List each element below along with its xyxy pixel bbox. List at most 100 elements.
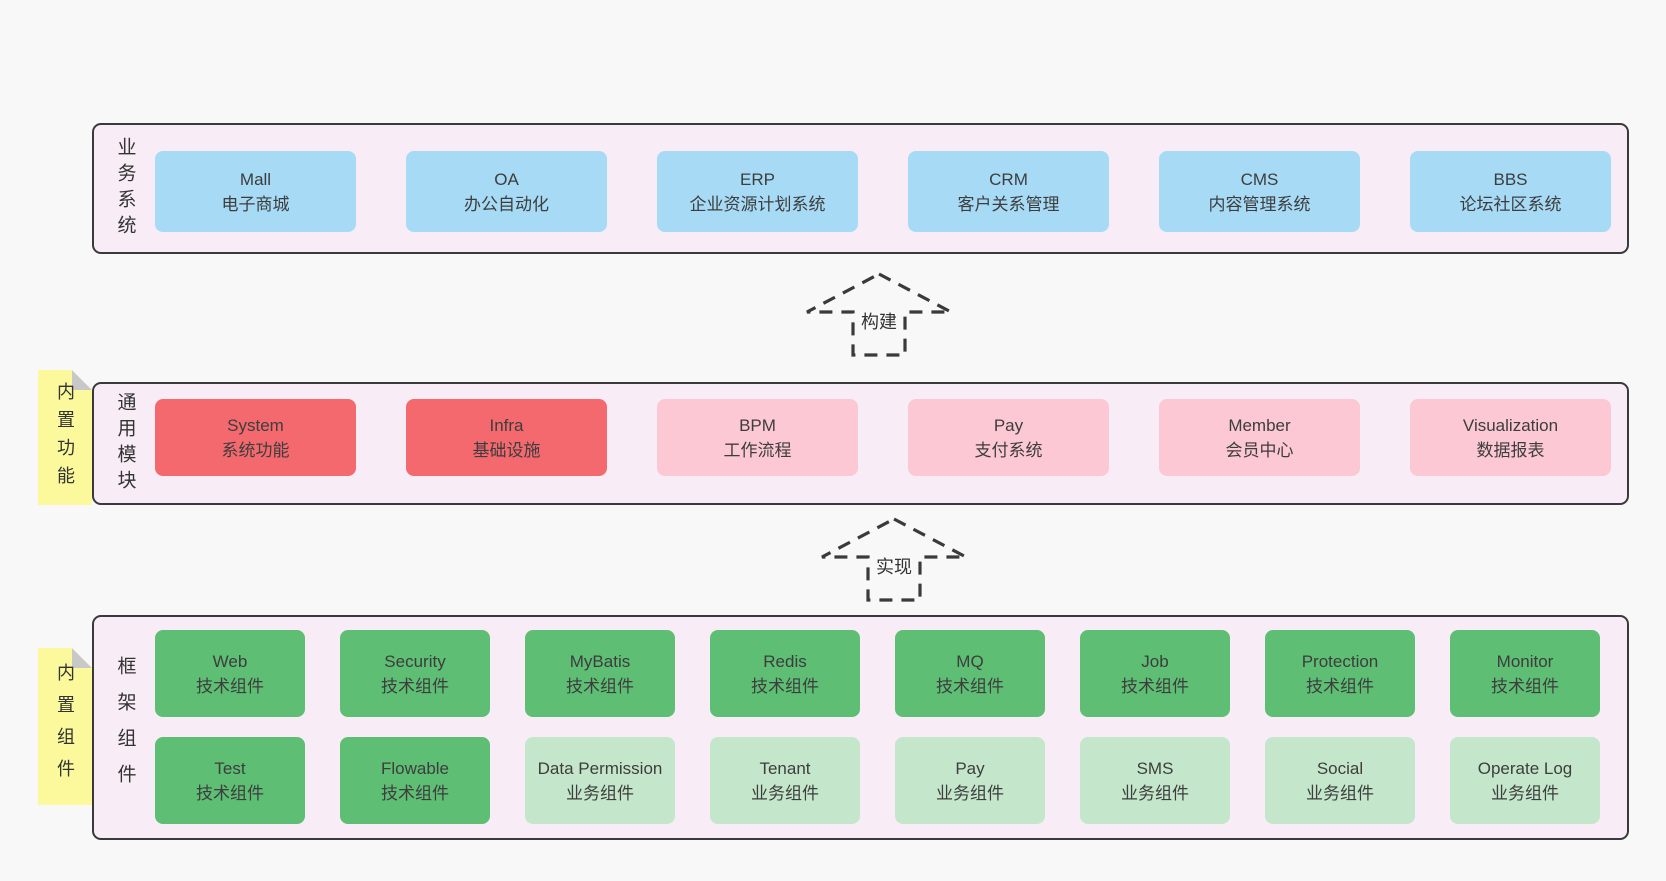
box-subtitle: 业务组件 — [566, 783, 634, 803]
box-protection: Protection 技术组件 — [1265, 630, 1415, 717]
box-security: Security 技术组件 — [340, 630, 490, 717]
box-subtitle: 技术组件 — [1491, 676, 1559, 696]
framework-components-label: 框架组件 — [114, 655, 136, 800]
box-title: Flowable — [380, 758, 450, 778]
common-modules-layer: 通用模块 System 系统功能 Infra 基础设施 BPM 工作流程 Pay… — [92, 382, 1629, 505]
box-web: Web 技术组件 — [155, 630, 305, 717]
box-subtitle: 办公自动化 — [464, 194, 549, 214]
box-subtitle: 基础设施 — [472, 440, 541, 460]
box-subtitle: 业务组件 — [1306, 783, 1374, 803]
box-infra: Infra 基础设施 — [406, 399, 607, 476]
box-title: CRM — [989, 169, 1028, 189]
box-subtitle: 业务组件 — [1491, 783, 1559, 803]
box-subtitle: 技术组件 — [381, 676, 449, 696]
business-systems-layer: 业务系统 Mall 电子商城 OA 办公自动化 ERP 企业资源计划系统 CRM… — [92, 123, 1629, 254]
framework-components-row-2: Test 技术组件 Flowable 技术组件 Data Permission … — [155, 737, 1600, 824]
up-arrow-icon — [806, 272, 952, 357]
builtin-functions-sticky-label: 内置功能 — [55, 381, 75, 494]
box-crm: CRM 客户关系管理 — [908, 151, 1109, 232]
box-subtitle: 技术组件 — [936, 676, 1004, 696]
box-subtitle: 业务组件 — [1121, 783, 1189, 803]
box-erp: ERP 企业资源计划系统 — [657, 151, 858, 232]
business-systems-label: 业务系统 — [114, 136, 136, 241]
box-title: Mall — [239, 169, 272, 189]
box-subtitle: 论坛社区系统 — [1459, 194, 1562, 214]
common-modules-row: System 系统功能 Infra 基础设施 BPM 工作流程 Pay 支付系统… — [155, 399, 1611, 476]
box-subtitle: 会员中心 — [1225, 440, 1294, 460]
framework-components-layer: 框架组件 Web 技术组件 Security 技术组件 MyBatis 技术组件… — [92, 615, 1629, 840]
box-subtitle: 支付系统 — [974, 440, 1043, 460]
box-bbs: BBS 论坛社区系统 — [1410, 151, 1611, 232]
box-monitor: Monitor 技术组件 — [1450, 630, 1600, 717]
business-systems-row: Mall 电子商城 OA 办公自动化 ERP 企业资源计划系统 CRM 客户关系… — [155, 151, 1611, 232]
box-social: Social 业务组件 — [1265, 737, 1415, 824]
box-title: Data Permission — [537, 758, 663, 778]
box-subtitle: 企业资源计划系统 — [689, 194, 826, 214]
box-tenant: Tenant 业务组件 — [710, 737, 860, 824]
box-title: Job — [1141, 651, 1169, 671]
builtin-functions-sticky: 内置功能 — [38, 370, 92, 505]
box-subtitle: 内容管理系统 — [1208, 194, 1311, 214]
box-job: Job 技术组件 — [1080, 630, 1230, 717]
builtin-components-sticky-label: 内置组件 — [55, 662, 75, 791]
box-test: Test 技术组件 — [155, 737, 305, 824]
box-title: BBS — [1493, 169, 1528, 189]
builtin-components-sticky: 内置组件 — [38, 648, 92, 805]
implement-arrow-label: 实现 — [873, 553, 915, 579]
box-redis: Redis 技术组件 — [710, 630, 860, 717]
box-subtitle: 业务组件 — [751, 783, 819, 803]
build-arrow-label: 构建 — [858, 308, 900, 334]
box-title: Operate Log — [1477, 758, 1573, 778]
box-title: Protection — [1301, 651, 1379, 671]
box-subtitle: 技术组件 — [751, 676, 819, 696]
box-member: Member 会员中心 — [1159, 399, 1360, 476]
box-subtitle: 工作流程 — [723, 440, 792, 460]
box-mybatis: MyBatis 技术组件 — [525, 630, 675, 717]
box-subtitle: 业务组件 — [936, 783, 1004, 803]
box-title: BPM — [739, 415, 776, 435]
box-title: Redis — [763, 651, 807, 671]
box-title: Pay — [955, 758, 985, 778]
box-subtitle: 技术组件 — [1306, 676, 1374, 696]
box-operate-log: Operate Log 业务组件 — [1450, 737, 1600, 824]
common-modules-label: 通用模块 — [114, 391, 136, 496]
box-cms: CMS 内容管理系统 — [1159, 151, 1360, 232]
box-subtitle: 技术组件 — [196, 676, 264, 696]
box-data-permission: Data Permission 业务组件 — [525, 737, 675, 824]
box-pay-biz: Pay 业务组件 — [895, 737, 1045, 824]
box-sms: SMS 业务组件 — [1080, 737, 1230, 824]
box-title: ERP — [740, 169, 775, 189]
box-oa: OA 办公自动化 — [406, 151, 607, 232]
box-title: System — [227, 415, 284, 435]
box-bpm: BPM 工作流程 — [657, 399, 858, 476]
box-mall: Mall 电子商城 — [155, 151, 356, 232]
box-subtitle: 客户关系管理 — [957, 194, 1060, 214]
box-title: Test — [214, 758, 246, 778]
box-title: Visualization — [1462, 415, 1559, 435]
box-mq: MQ 技术组件 — [895, 630, 1045, 717]
box-title: MyBatis — [569, 651, 631, 671]
box-title: Infra — [489, 415, 524, 435]
box-subtitle: 技术组件 — [196, 783, 264, 803]
box-title: Security — [384, 651, 446, 671]
framework-components-row-1: Web 技术组件 Security 技术组件 MyBatis 技术组件 Redi… — [155, 630, 1600, 717]
box-pay: Pay 支付系统 — [908, 399, 1109, 476]
box-subtitle: 技术组件 — [381, 783, 449, 803]
box-visualization: Visualization 数据报表 — [1410, 399, 1611, 476]
box-title: MQ — [956, 651, 984, 671]
box-title: Social — [1316, 758, 1364, 778]
box-title: CMS — [1240, 169, 1279, 189]
box-title: Web — [212, 651, 248, 671]
box-title: SMS — [1136, 758, 1174, 778]
box-title: Monitor — [1496, 651, 1554, 671]
box-subtitle: 技术组件 — [1121, 676, 1189, 696]
implement-arrow: 实现 — [820, 517, 968, 603]
box-title: Tenant — [759, 758, 811, 778]
box-subtitle: 系统功能 — [221, 440, 290, 460]
box-subtitle: 电子商城 — [221, 194, 290, 214]
box-title: OA — [494, 169, 519, 189]
box-flowable: Flowable 技术组件 — [340, 737, 490, 824]
build-arrow: 构建 — [805, 272, 953, 358]
up-arrow-icon — [821, 517, 967, 602]
box-system: System 系统功能 — [155, 399, 356, 476]
